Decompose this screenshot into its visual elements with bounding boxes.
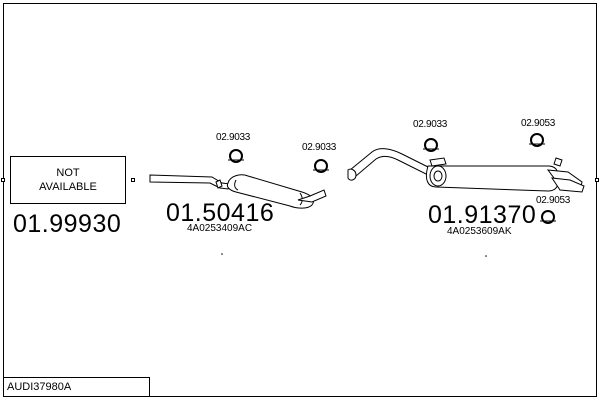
part-number-front: 01.99930: [13, 210, 122, 238]
clamp-icon: [423, 138, 439, 152]
clamp-label: 02.9053: [521, 118, 556, 129]
diagram-frame: [3, 3, 597, 397]
clamp-icon: [313, 159, 329, 173]
clamp-icon: [540, 210, 556, 224]
rear-silencer: [425, 157, 585, 193]
rear-pipe: [347, 148, 431, 181]
part-number-middle: 01.50416: [166, 199, 275, 227]
clamp-icon: [228, 149, 244, 163]
edge-marker-right: [595, 178, 599, 182]
front-pipe: [149, 174, 231, 190]
clamp-icon: [529, 133, 545, 147]
clamp-label: 02.9033: [216, 132, 251, 143]
clamp-label: 02.9033: [302, 142, 337, 153]
clamp-label: 02.9033: [413, 119, 448, 130]
dot-marker: [221, 253, 223, 255]
edge-marker-box: [131, 178, 135, 182]
clamp-label: 02.9053: [536, 195, 571, 206]
oem-number-rear: 4A0253609AK: [447, 226, 512, 237]
vehicle-code: AUDI37980A: [3, 377, 150, 397]
part-number-rear: 01.91370: [428, 201, 537, 229]
middle-silencer: [215, 174, 327, 209]
edge-marker-left: [1, 178, 5, 182]
not-available-label: NOT AVAILABLE: [39, 167, 97, 193]
oem-number-middle: 4A0253409AC: [187, 223, 253, 234]
dot-marker: [485, 255, 487, 257]
not-available-box: NOT AVAILABLE: [10, 156, 126, 204]
